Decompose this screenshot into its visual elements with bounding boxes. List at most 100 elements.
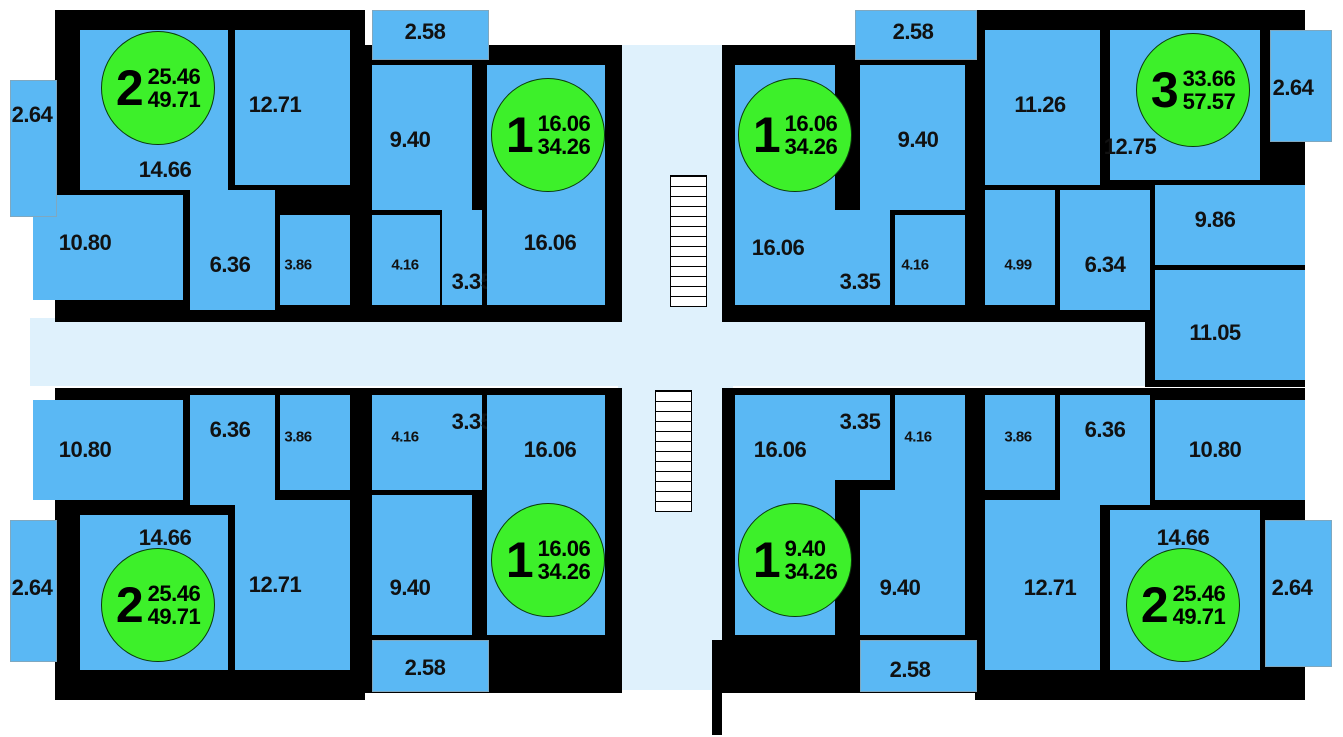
total-area: 34.26 xyxy=(784,134,838,159)
room xyxy=(235,500,350,670)
room xyxy=(190,395,275,505)
apartment-badge[interactable]: 2 25.46 49.71 xyxy=(1126,548,1240,662)
room-area-label: 16.06 xyxy=(523,437,577,462)
room-area-label: 3.86 xyxy=(284,428,312,446)
room xyxy=(1155,400,1305,500)
room xyxy=(440,395,482,490)
room-area-label: 12.71 xyxy=(1023,575,1077,600)
staircase-up xyxy=(670,175,707,307)
apartment-badge[interactable]: 1 16.06 34.26 xyxy=(738,78,852,192)
room-count: 2 xyxy=(115,577,144,633)
corridor xyxy=(30,318,1150,386)
room xyxy=(33,400,183,500)
room-area-label: 16.06 xyxy=(523,230,577,255)
room-area-label: 9.40 xyxy=(879,575,921,600)
total-area: 49.71 xyxy=(1172,604,1226,629)
room-area-label: 3.35 xyxy=(451,269,493,294)
living-area: 16.06 xyxy=(537,110,591,136)
room xyxy=(372,215,440,305)
apartment-badge[interactable]: 2 25.46 49.71 xyxy=(101,31,215,145)
balcony xyxy=(860,640,977,692)
room-count: 3 xyxy=(1150,62,1179,118)
room xyxy=(1060,190,1150,310)
living-area: 16.06 xyxy=(784,110,838,136)
living-area: 16.06 xyxy=(537,535,591,561)
room xyxy=(372,495,472,635)
room-area-label: 2.58 xyxy=(404,19,446,44)
stairwell xyxy=(618,45,733,690)
room xyxy=(372,395,440,490)
living-area: 9.40 xyxy=(784,535,826,561)
living-area: 25.46 xyxy=(1172,580,1226,606)
balcony xyxy=(1270,30,1332,142)
room-count: 2 xyxy=(115,60,144,116)
room-area-label: 14.66 xyxy=(1156,525,1210,550)
balcony xyxy=(372,10,489,60)
room-area-label: 16.06 xyxy=(753,437,807,462)
room-count: 1 xyxy=(752,532,781,588)
room-area-label: 2.64 xyxy=(11,575,53,600)
room xyxy=(985,30,1100,185)
room xyxy=(280,215,350,305)
room-area-label: 9.86 xyxy=(1194,207,1236,232)
room-area-label: 4.16 xyxy=(391,428,419,446)
total-area: 34.26 xyxy=(784,559,838,584)
room xyxy=(372,65,472,210)
apartment-badge[interactable]: 3 33.66 57.57 xyxy=(1136,33,1250,147)
apartment-badge[interactable]: 2 25.46 49.71 xyxy=(101,548,215,662)
living-area: 25.46 xyxy=(147,63,201,89)
total-area: 34.26 xyxy=(537,134,591,159)
room-area-label: 9.40 xyxy=(389,127,431,152)
total-area: 49.71 xyxy=(147,604,201,629)
apartment-badge[interactable]: 1 9.40 34.26 xyxy=(738,503,852,617)
room xyxy=(442,210,482,305)
room-area-label: 3.35 xyxy=(839,269,881,294)
room-area-label: 3.86 xyxy=(284,256,312,274)
staircase-down xyxy=(655,390,692,512)
room-area-label: 16.06 xyxy=(751,235,805,260)
room-area-label: 2.64 xyxy=(11,102,53,127)
apartment-badge[interactable]: 1 16.06 34.26 xyxy=(491,503,605,617)
room-area-label: 14.66 xyxy=(138,157,192,182)
room-area-label: 11.05 xyxy=(1189,320,1241,345)
room xyxy=(190,190,275,310)
room-area-label: 6.36 xyxy=(209,252,251,277)
room xyxy=(235,30,350,185)
room-area-label: 14.66 xyxy=(138,525,192,550)
room-area-label: 2.64 xyxy=(1272,75,1314,100)
room xyxy=(1155,185,1305,265)
room xyxy=(1155,270,1305,380)
room-area-label: 9.40 xyxy=(389,575,431,600)
room-area-label: 12.71 xyxy=(248,92,302,117)
apartment-badge[interactable]: 1 16.06 34.26 xyxy=(491,78,605,192)
room-area-label: 4.16 xyxy=(901,256,929,274)
living-area: 33.66 xyxy=(1182,65,1236,91)
balcony xyxy=(372,640,489,692)
room xyxy=(1060,395,1150,505)
total-area: 57.57 xyxy=(1182,89,1236,114)
balcony xyxy=(1265,520,1332,667)
balcony xyxy=(10,520,57,662)
room-area-label: 2.58 xyxy=(892,19,934,44)
room xyxy=(985,395,1055,490)
room xyxy=(985,500,1100,670)
total-area: 34.26 xyxy=(537,559,591,584)
room-area-label: 4.99 xyxy=(1004,256,1032,274)
room-area-label: 3.35 xyxy=(451,409,493,434)
room-area-label: 4.16 xyxy=(391,256,419,274)
room-area-label: 6.36 xyxy=(1084,417,1126,442)
room-area-label: 3.86 xyxy=(1004,428,1032,446)
room-area-label: 9.40 xyxy=(897,127,939,152)
room-area-label: 6.34 xyxy=(1084,252,1126,277)
room-area-label: 2.58 xyxy=(404,655,446,680)
balcony xyxy=(10,80,57,217)
room xyxy=(895,395,965,490)
room-area-label: 11.26 xyxy=(1014,92,1066,117)
room-area-label: 10.80 xyxy=(1188,437,1242,462)
room-area-label: 2.64 xyxy=(1271,575,1313,600)
room-area-label: 10.80 xyxy=(58,230,112,255)
room-area-label: 4.16 xyxy=(904,428,932,446)
room-count: 1 xyxy=(505,532,534,588)
room xyxy=(985,190,1055,305)
